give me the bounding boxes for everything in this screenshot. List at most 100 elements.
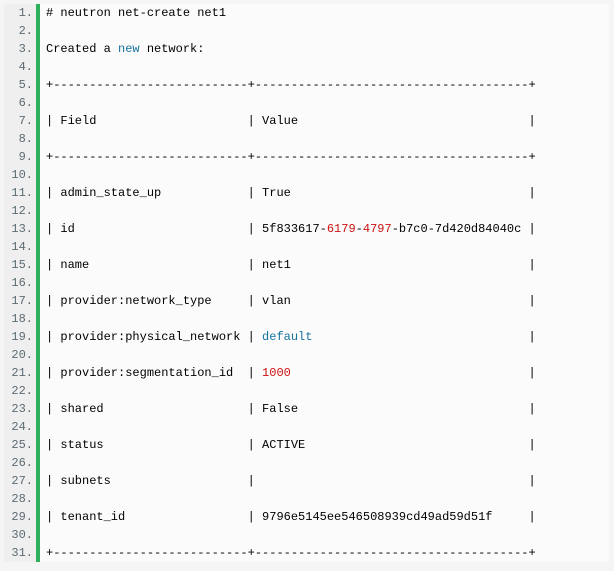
line-number: 9. <box>4 148 40 166</box>
code-line-text <box>40 346 609 364</box>
code-line-text: | provider:physical_network | default | <box>40 328 609 346</box>
code-line: 4. <box>4 58 609 76</box>
code-line-text: | admin_state_up | True | <box>40 184 609 202</box>
code-line-text: | provider:segmentation_id | 1000 | <box>40 364 609 382</box>
plain-token: # neutron net-create net1 <box>46 6 227 20</box>
plain-token: | <box>492 510 536 524</box>
plain-token: +---------------------------+-----------… <box>46 78 536 92</box>
line-number: 28. <box>4 490 40 508</box>
plain-token: | provider:network_type | <box>46 294 263 308</box>
code-line: 19.| provider:physical_network | default… <box>4 328 609 346</box>
keyword-token: new <box>118 42 140 56</box>
code-line-text <box>40 58 609 76</box>
code-line-text <box>40 130 609 148</box>
code-line: 3.Created a new network: <box>4 40 609 58</box>
line-number: 17. <box>4 292 40 310</box>
plain-token: | admin_state_up | <box>46 186 263 200</box>
code-line-text: | subnets | | <box>40 472 609 490</box>
line-number: 23. <box>4 400 40 418</box>
line-number: 19. <box>4 328 40 346</box>
plain-token: 9796e5145ee546508939cd49ad59d51f <box>262 510 493 524</box>
code-line-text <box>40 418 609 436</box>
plain-token: | <box>298 114 536 128</box>
code-line: 15.| name | net1 | <box>4 256 609 274</box>
plain-token: | provider:segmentation_id | <box>46 366 263 380</box>
code-line: 28. <box>4 490 609 508</box>
code-line: 16. <box>4 274 609 292</box>
line-number: 5. <box>4 76 40 94</box>
code-line: 31. +---------------------------+--------… <box>4 544 609 562</box>
code-line-text <box>40 310 609 328</box>
code-line: 27.| subnets | | <box>4 472 609 490</box>
code-line-text: | Field | Value | <box>40 112 609 130</box>
code-line-text: | id | 5f833617-6179-4797-b7c0-7d420d840… <box>40 220 609 238</box>
line-number: 3. <box>4 40 40 58</box>
code-line: 2. <box>4 22 609 40</box>
line-number: 26. <box>4 454 40 472</box>
line-number: 25. <box>4 436 40 454</box>
line-number: 2. <box>4 22 40 40</box>
plain-token: ACTIVE <box>262 438 306 452</box>
code-line-text: | shared | False | <box>40 400 609 418</box>
line-number: 27. <box>4 472 40 490</box>
code-line: 29.| tenant_id | 9796e5145ee546508939cd4… <box>4 508 609 526</box>
plain-token: | provider:physical_network | <box>46 330 263 344</box>
code-line: 25. | status | ACTIVE | <box>4 436 609 454</box>
code-line-text: +---------------------------+-----------… <box>40 76 609 94</box>
plain-token: | <box>290 258 536 272</box>
line-number: 1. <box>4 4 40 22</box>
line-number: 13. <box>4 220 40 238</box>
plain-token: | status | <box>46 438 263 452</box>
number-token: 6179 <box>326 222 356 236</box>
code-line: 17. | provider:network_type | vlan | <box>4 292 609 310</box>
line-number: 4. <box>4 58 40 76</box>
plain-token: | Field | <box>46 114 263 128</box>
line-number: 10. <box>4 166 40 184</box>
plain-token: net1 <box>262 258 291 272</box>
code-line-text: | tenant_id | 9796e5145ee546508939cd49ad… <box>40 508 609 526</box>
code-line: 20. <box>4 346 609 364</box>
code-line: 10. <box>4 166 609 184</box>
plain-token: | shared | <box>46 402 263 416</box>
plain-token: True <box>262 186 291 200</box>
line-number: 16. <box>4 274 40 292</box>
line-number: 22. <box>4 382 40 400</box>
plain-token: | name | <box>46 258 263 272</box>
line-number: 12. <box>4 202 40 220</box>
code-line-text: | name | net1 | <box>40 256 609 274</box>
plain-token: - <box>355 222 363 236</box>
code-line: 8. <box>4 130 609 148</box>
plain-token: | <box>298 402 536 416</box>
line-number: 8. <box>4 130 40 148</box>
plain-token: +---------------------------+-----------… <box>46 546 536 560</box>
plain-token: False <box>262 402 299 416</box>
code-line-text: Created a new network: <box>40 40 609 58</box>
code-line: 24. <box>4 418 609 436</box>
code-line: 7.| Field | Value | <box>4 112 609 130</box>
plain-token: +---------------------------+-----------… <box>46 150 536 164</box>
plain-token: network: <box>139 42 205 56</box>
code-line: 23.| shared | False | <box>4 400 609 418</box>
code-line-text <box>40 22 609 40</box>
plain-token: | tenant_id | <box>46 510 263 524</box>
line-number: 29. <box>4 508 40 526</box>
plain-token: | <box>305 438 536 452</box>
code-line-text <box>40 454 609 472</box>
line-number: 31. <box>4 544 40 562</box>
line-number: 7. <box>4 112 40 130</box>
keyword-token: default <box>262 330 313 344</box>
code-line-text <box>40 526 609 544</box>
line-number: 20. <box>4 346 40 364</box>
code-line-text: +---------------------------+-----------… <box>40 544 609 562</box>
code-line-text <box>40 490 609 508</box>
line-number: 11. <box>4 184 40 202</box>
code-line: 18. <box>4 310 609 328</box>
plain-token: | <box>290 294 536 308</box>
plain-token: Created a <box>46 42 119 56</box>
code-line-text <box>40 382 609 400</box>
code-line-text <box>40 202 609 220</box>
code-line: 13.| id | 5f833617-6179-4797-b7c0-7d420d… <box>4 220 609 238</box>
code-line: 26. <box>4 454 609 472</box>
plain-token: vlan <box>262 294 291 308</box>
